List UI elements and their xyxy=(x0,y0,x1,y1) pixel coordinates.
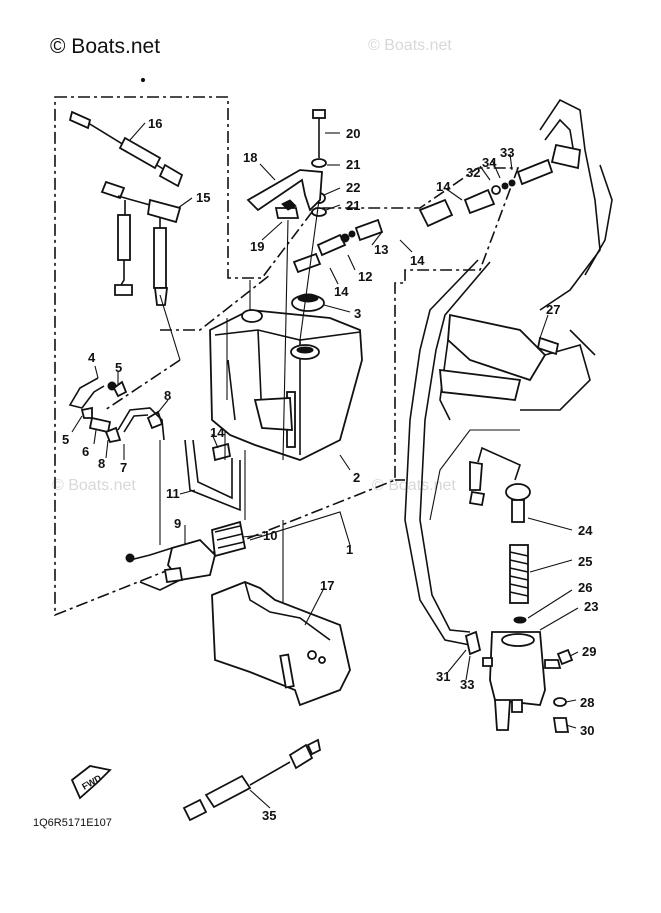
callout-26: 26 xyxy=(578,580,592,595)
spring-25 xyxy=(509,544,529,604)
hose-assembly-16 xyxy=(68,110,184,188)
handle-18 xyxy=(246,169,323,212)
leader-cap xyxy=(159,440,246,545)
callout-34: 34 xyxy=(482,155,497,170)
fwd-arrow: FWD xyxy=(70,765,112,800)
callout-3: 3 xyxy=(354,306,361,321)
callout-7: 7 xyxy=(120,460,127,475)
hose-11 xyxy=(184,439,241,512)
callout-23: 23 xyxy=(584,599,598,614)
callout-9: 9 xyxy=(174,516,181,531)
fuel-line-main xyxy=(404,259,520,646)
callout-32: 32 xyxy=(466,165,480,180)
cap-10 xyxy=(211,520,247,558)
washer-21-bottom xyxy=(311,207,327,217)
callout-24: 24 xyxy=(578,523,593,538)
diagram-code: 1Q6R5171E107 xyxy=(33,817,112,829)
fitting-6 xyxy=(88,416,112,434)
cap-24 xyxy=(505,483,531,523)
bracket-27 xyxy=(439,313,596,421)
hose-13 xyxy=(354,198,454,242)
sub-boundary-tank xyxy=(104,359,181,411)
callout-5-top: 5 xyxy=(115,360,122,375)
hose-7 xyxy=(117,407,165,441)
callout-8-right: 8 xyxy=(164,388,171,403)
callout-20: 20 xyxy=(346,126,360,141)
watermark-top-left: © Boats.net xyxy=(50,35,160,58)
callout-12: 12 xyxy=(358,269,372,284)
callout-33-bottom: 33 xyxy=(460,677,474,692)
grommet-19 xyxy=(274,199,300,219)
bracket-17 xyxy=(211,581,351,707)
tank-neck xyxy=(241,309,320,360)
callout-1: 1 xyxy=(346,542,353,557)
joint-12 xyxy=(316,230,356,257)
bolt-30 xyxy=(552,717,570,733)
tank-mount xyxy=(253,397,293,431)
leader-lines xyxy=(159,199,320,605)
callout-21-top: 21 xyxy=(346,157,360,172)
callout-leaders xyxy=(71,122,579,809)
dot-mark xyxy=(140,77,146,83)
fittings-32-34 xyxy=(463,158,554,215)
callout-14-mid: 14 xyxy=(334,284,349,299)
callout-33-top: 33 xyxy=(500,145,514,160)
bolt-20 xyxy=(312,109,326,158)
callout-31: 31 xyxy=(436,669,450,684)
washer-21-top xyxy=(311,158,327,168)
callout-35: 35 xyxy=(262,808,276,823)
callout-28: 28 xyxy=(580,695,594,710)
callout-6: 6 xyxy=(82,444,89,459)
fuel-connector-15 xyxy=(100,180,182,306)
tank-cap-3 xyxy=(291,293,325,312)
callout-4: 4 xyxy=(88,350,96,365)
callout-22: 22 xyxy=(346,180,360,195)
callout-2: 2 xyxy=(353,470,360,485)
sub-boundary-left xyxy=(160,274,271,331)
callout-18: 18 xyxy=(243,150,257,165)
oil-pump-9 xyxy=(125,538,216,591)
callout-29: 29 xyxy=(582,644,596,659)
watermark-mid-left: © Boats.net xyxy=(52,477,136,494)
hose-31 xyxy=(464,630,482,656)
callout-21-bottom: 21 xyxy=(346,198,360,213)
callout-5-bottom: 5 xyxy=(62,432,69,447)
watermark-top-right: © Boats.net xyxy=(368,37,452,54)
callout-16: 16 xyxy=(148,116,162,131)
hose-small-14 xyxy=(292,252,322,274)
callout-25: 25 xyxy=(578,554,592,569)
callout-11: 11 xyxy=(166,486,180,501)
callout-30: 30 xyxy=(580,723,594,738)
line-to-strainer xyxy=(468,446,521,507)
oring-26 xyxy=(513,616,527,624)
assembly-boundary xyxy=(54,96,520,617)
callout-14-top: 14 xyxy=(436,179,451,194)
callout-17: 17 xyxy=(320,578,334,593)
callout-19: 19 xyxy=(250,239,264,254)
watermark-mid-right: © Boats.net xyxy=(372,477,456,494)
callout-10: 10 xyxy=(263,528,277,543)
callout-14-left: 14 xyxy=(210,425,225,440)
washer-28 xyxy=(553,697,567,707)
bolt-29 xyxy=(556,648,574,666)
clip-5 xyxy=(80,380,128,419)
clip-14-left xyxy=(211,442,232,462)
callout-27: 27 xyxy=(546,302,560,317)
engine-hose-top-right xyxy=(539,98,613,311)
callout-15: 15 xyxy=(196,190,210,205)
callout-14-right: 14 xyxy=(410,253,425,268)
callout-8-left: 8 xyxy=(98,456,105,471)
hose-35 xyxy=(182,738,322,822)
oil-strainer-23 xyxy=(482,631,562,731)
hose-4 xyxy=(68,377,117,409)
callout-13: 13 xyxy=(374,242,388,257)
